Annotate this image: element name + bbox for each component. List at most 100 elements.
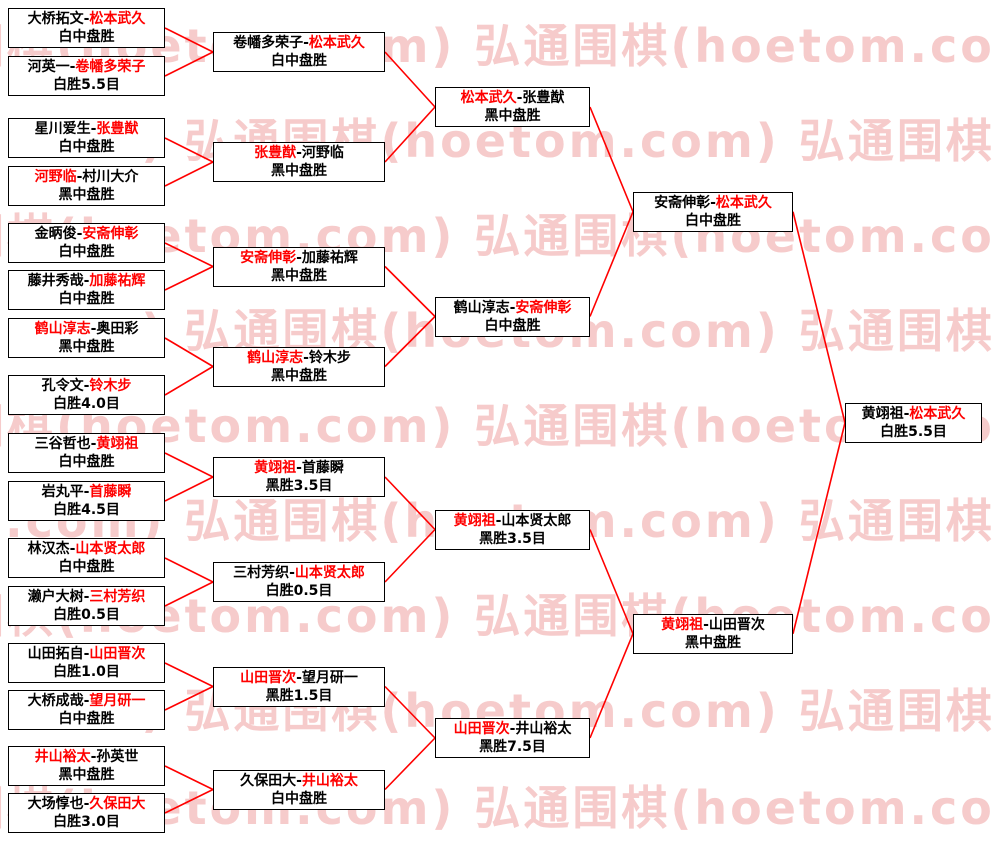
player-name: 金昞俊 <box>34 226 77 242</box>
match-box-r1-14: 大桥成哉-望月研一白中盘胜 <box>8 690 165 730</box>
player-name: 山田拓自 <box>27 646 84 662</box>
match-box-r1-10: 岩丸平-首藤瞬白胜4.5目 <box>8 481 165 521</box>
connector-line <box>384 528 436 583</box>
match-result: 白中盘胜 <box>271 53 327 69</box>
match-box-r4-2: 黄翊祖-山田晋次黑中盘胜 <box>633 613 793 654</box>
player-name: 星川爱生 <box>34 121 91 137</box>
player-name: 三村芳织 <box>233 565 290 581</box>
match-result: 白中盘胜 <box>58 29 115 45</box>
winner-name: 张豊猷 <box>254 145 297 161</box>
watermark-text: 弘通围棋(hoetom.com) 弘通围棋(hoetom.com) 弘通围棋(h… <box>0 209 992 263</box>
connector-line <box>164 265 214 291</box>
winner-name: 山本贤太郎 <box>75 541 146 557</box>
connector-line <box>164 161 214 187</box>
match-result: 白胜4.0目 <box>53 396 120 412</box>
match-players: 井山裕太-孙英世 <box>34 749 139 765</box>
match-result: 黑中盘胜 <box>484 108 541 124</box>
match-players: 星川爱生-张豊猷 <box>34 121 139 137</box>
winner-name: 黄翊祖 <box>453 512 496 529</box>
winner-name: 首藤瞬 <box>89 484 132 500</box>
player-name: 村川大介 <box>82 169 139 185</box>
connector-line <box>384 106 436 163</box>
winner-name: 安斋伸彰 <box>82 226 139 242</box>
winner-name: 河野临 <box>34 169 77 185</box>
winner-name: 黄翊祖 <box>661 616 704 633</box>
connector-line <box>589 211 634 317</box>
match-box-r1-2: 河英一-卷幡多荣子白胜5.5目 <box>8 56 165 96</box>
winner-name: 张豊猷 <box>96 121 139 137</box>
match-result: 白中盘胜 <box>58 139 115 155</box>
connector-line <box>589 106 634 213</box>
connector-line <box>164 51 214 77</box>
player-name: 孔令文 <box>41 378 84 394</box>
match-result: 白中盘胜 <box>58 711 115 727</box>
match-result: 白胜3.0目 <box>53 814 120 830</box>
match-players: 濑户大树-三村芳织 <box>27 589 146 605</box>
match-result: 黑胜1.5目 <box>265 687 333 704</box>
connector-line <box>164 765 214 791</box>
winner-name: 松本武久 <box>909 405 966 422</box>
match-players: 藤井秀哉-加藤祐辉 <box>27 273 146 289</box>
player-name: 铃木步 <box>308 349 351 366</box>
watermark-text: 弘通围棋(hoetom.com) 弘通围棋(hoetom.com) 弘通围棋(h… <box>0 589 992 643</box>
match-result: 黑中盘胜 <box>58 339 115 355</box>
match-players: 黄翊祖-松本武久 <box>861 405 966 422</box>
match-players: 金昞俊-安斋伸彰 <box>34 226 139 242</box>
match-result: 白中盘胜 <box>58 291 115 307</box>
winner-name: 望月研一 <box>89 693 146 709</box>
player-name: 孙英世 <box>96 749 139 765</box>
connector-line <box>792 422 846 634</box>
player-name: 久保田大 <box>240 772 297 789</box>
match-result: 白中盘胜 <box>484 317 541 334</box>
connector-line <box>384 737 436 791</box>
player-name: 张豊猷 <box>522 90 565 106</box>
match-players: 大桥成哉-望月研一 <box>27 693 146 709</box>
player-name: 林汉杰 <box>27 541 70 557</box>
winner-name: 松本武久 <box>89 11 146 27</box>
match-players: 松本武久-张豊猷 <box>460 90 565 106</box>
match-result: 黑中盘胜 <box>271 267 327 284</box>
player-name: 河野临 <box>301 145 344 161</box>
match-box-r3-2: 鹤山淳志-安斋伸彰白中盘胜 <box>435 296 590 337</box>
connector-line <box>589 633 634 739</box>
match-players: 山田拓自-山田晋次 <box>27 646 146 662</box>
match-result: 黑中盘胜 <box>58 767 115 783</box>
match-box-r1-9: 三谷哲也-黄翊祖白中盘胜 <box>8 433 165 473</box>
player-name: 岩丸平 <box>41 484 84 500</box>
player-name: 山田晋次 <box>708 616 765 633</box>
match-box-r1-16: 大场惇也-久保田大白胜3.0目 <box>8 793 165 833</box>
match-box-r2-7: 山田晋次-望月研一黑胜1.5目 <box>213 666 385 707</box>
match-players: 河英一-卷幡多荣子 <box>27 59 146 75</box>
winner-name: 山本贤太郎 <box>294 565 365 581</box>
match-result: 白胜0.5目 <box>53 607 120 623</box>
winner-name: 久保田大 <box>89 796 146 812</box>
winner-name: 山田晋次 <box>240 669 297 686</box>
match-box-r1-11: 林汉杰-山本贤太郎白中盘胜 <box>8 538 165 578</box>
match-box-r3-3: 黄翊祖-山本贤太郎黑胜3.5目 <box>435 509 590 550</box>
connector-line <box>164 476 214 502</box>
connector-line <box>384 476 436 531</box>
connector-line <box>792 211 846 423</box>
winner-name: 黄翊祖 <box>96 436 139 452</box>
winner-name: 鹤山淳志 <box>247 349 304 366</box>
match-box-r1-1: 大桥拓文-松本武久白中盘胜 <box>8 8 165 48</box>
match-result: 白中盘胜 <box>58 454 115 470</box>
connector-line <box>384 315 436 368</box>
match-result: 黑中盘胜 <box>685 634 741 651</box>
winner-name: 卷幡多荣子 <box>75 59 146 75</box>
match-box-r2-6: 三村芳织-山本贤太郎白胜0.5目 <box>213 562 385 602</box>
match-result: 黑胜7.5目 <box>479 739 546 755</box>
match-box-r2-5: 黄翊祖-首藤瞬黑胜3.5目 <box>213 457 385 497</box>
player-name: 山本贤太郎 <box>501 512 572 529</box>
match-players: 大桥拓文-松本武久 <box>27 11 146 27</box>
watermark-text: 弘通围棋(hoetom.com) 弘通围棋(hoetom.com) 弘通围棋(h… <box>0 781 992 835</box>
connector-line <box>384 685 436 739</box>
connector-line <box>164 788 214 814</box>
match-players: 林汉杰-山本贤太郎 <box>27 541 146 557</box>
player-name: 濑户大树 <box>27 589 84 605</box>
winner-name: 加藤祐辉 <box>89 273 146 289</box>
winner-name: 铃木步 <box>89 378 132 394</box>
match-box-r1-8: 孔令文-铃木步白胜4.0目 <box>8 375 165 415</box>
player-name: 首藤瞬 <box>301 460 344 476</box>
